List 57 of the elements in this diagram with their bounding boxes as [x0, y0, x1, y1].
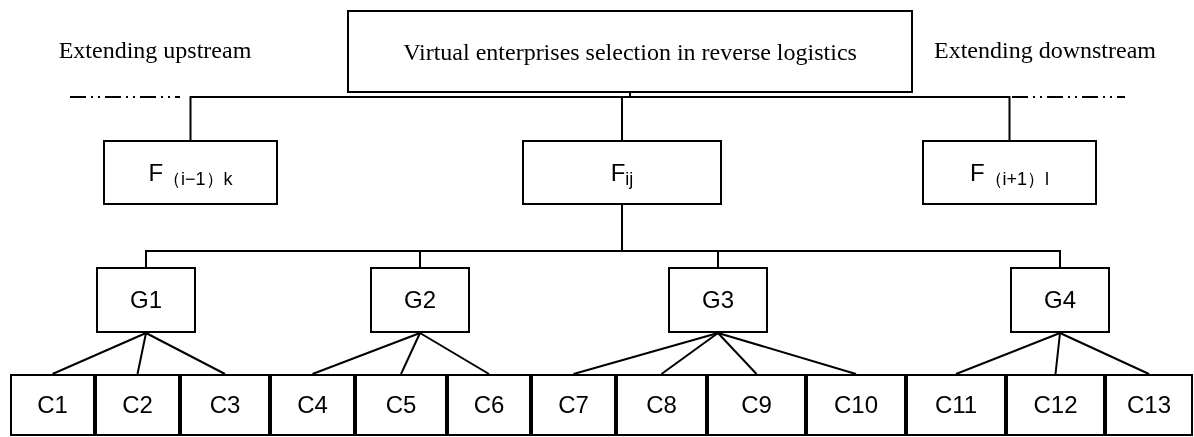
process-box: [806, 374, 906, 436]
process-box: [180, 374, 270, 436]
process-box: [447, 374, 531, 436]
connector-line: [955, 332, 1061, 375]
box-label: G4: [1044, 285, 1076, 315]
connector-line: [717, 332, 758, 375]
connector-line: [400, 332, 421, 375]
connector-line: [136, 332, 147, 375]
process-box: [347, 10, 913, 93]
process-box: [906, 374, 1006, 436]
process-box: [616, 374, 707, 436]
box-label: F$_{（i+1）l}$: [969, 157, 1050, 188]
process-box: [96, 267, 196, 333]
process-box: [522, 140, 722, 205]
process-box: [707, 374, 806, 436]
connector-line: [311, 332, 421, 375]
process-box: [355, 374, 447, 436]
box-label: C4: [297, 390, 328, 420]
connector-line: [660, 332, 719, 375]
box-label: C7: [558, 390, 589, 420]
box-label: C1: [37, 390, 68, 420]
connector-line: [1054, 332, 1061, 375]
connector-line: [1059, 332, 1150, 375]
box-label: C3: [209, 390, 241, 420]
process-box: [668, 267, 768, 333]
side-label: Extending upstream: [57, 36, 253, 65]
process-box: [103, 140, 278, 205]
box-label: C6: [473, 390, 505, 420]
box-label: G2: [404, 285, 436, 315]
process-box: [531, 374, 616, 436]
box-label: C12: [1033, 390, 1078, 420]
process-box: [10, 374, 95, 436]
box-label: C11: [934, 390, 978, 420]
box-label: G3: [702, 285, 734, 315]
process-box: [1010, 267, 1110, 333]
connector-line: [717, 332, 857, 375]
box-label: C9: [741, 390, 772, 420]
process-box: [270, 374, 355, 436]
connector-line: [419, 332, 490, 375]
box-label: C2: [122, 390, 153, 420]
process-box: [95, 374, 180, 436]
box-label: C5: [385, 390, 417, 420]
box-label: G1: [130, 285, 162, 315]
connector-line: [51, 332, 147, 375]
process-box: [1006, 374, 1105, 436]
connector-line: [145, 332, 226, 375]
process-box: [370, 267, 470, 333]
process-box: [1105, 374, 1193, 436]
connector-line: [572, 332, 719, 375]
process-box: [922, 140, 1097, 205]
box-label: C8: [646, 390, 677, 420]
box-label: F$_{（i−1）k}$: [148, 157, 233, 188]
box-label: C13: [1127, 390, 1171, 420]
side-label: Extending downstream: [933, 36, 1157, 65]
box-label: C10: [834, 390, 878, 420]
box-label: Virtual enterprises selection in reverse logistics: [403, 37, 857, 67]
box-label: F$_{ij}$: [610, 157, 634, 188]
